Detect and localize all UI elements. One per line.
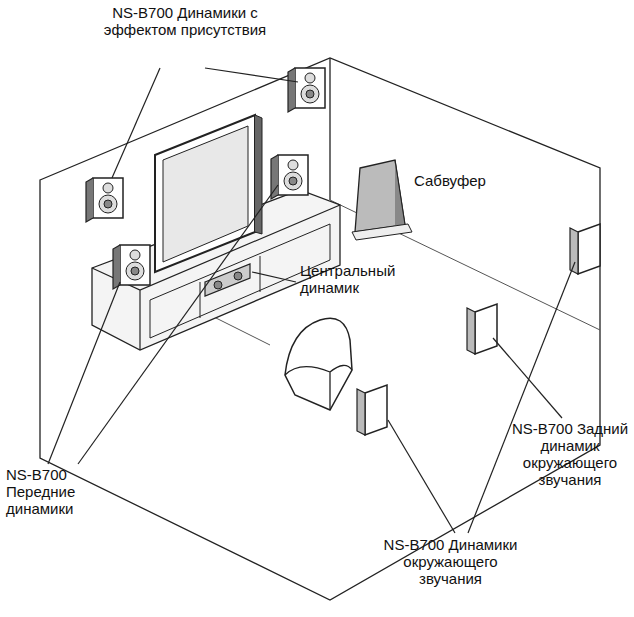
callout-label: NS-B700 Передние динамики <box>6 466 116 517</box>
callout-label: Сабвуфер <box>414 172 514 189</box>
callout-label: Центральный динамик <box>300 262 410 296</box>
callout-label: NS-B700 Задний динамик окружающего звуча… <box>510 420 630 488</box>
callout-label: NS-B700 Динамики с эффектом присутствия <box>95 4 275 38</box>
callout-label: NS-B700 Динамики окружающего звучания <box>383 536 518 587</box>
